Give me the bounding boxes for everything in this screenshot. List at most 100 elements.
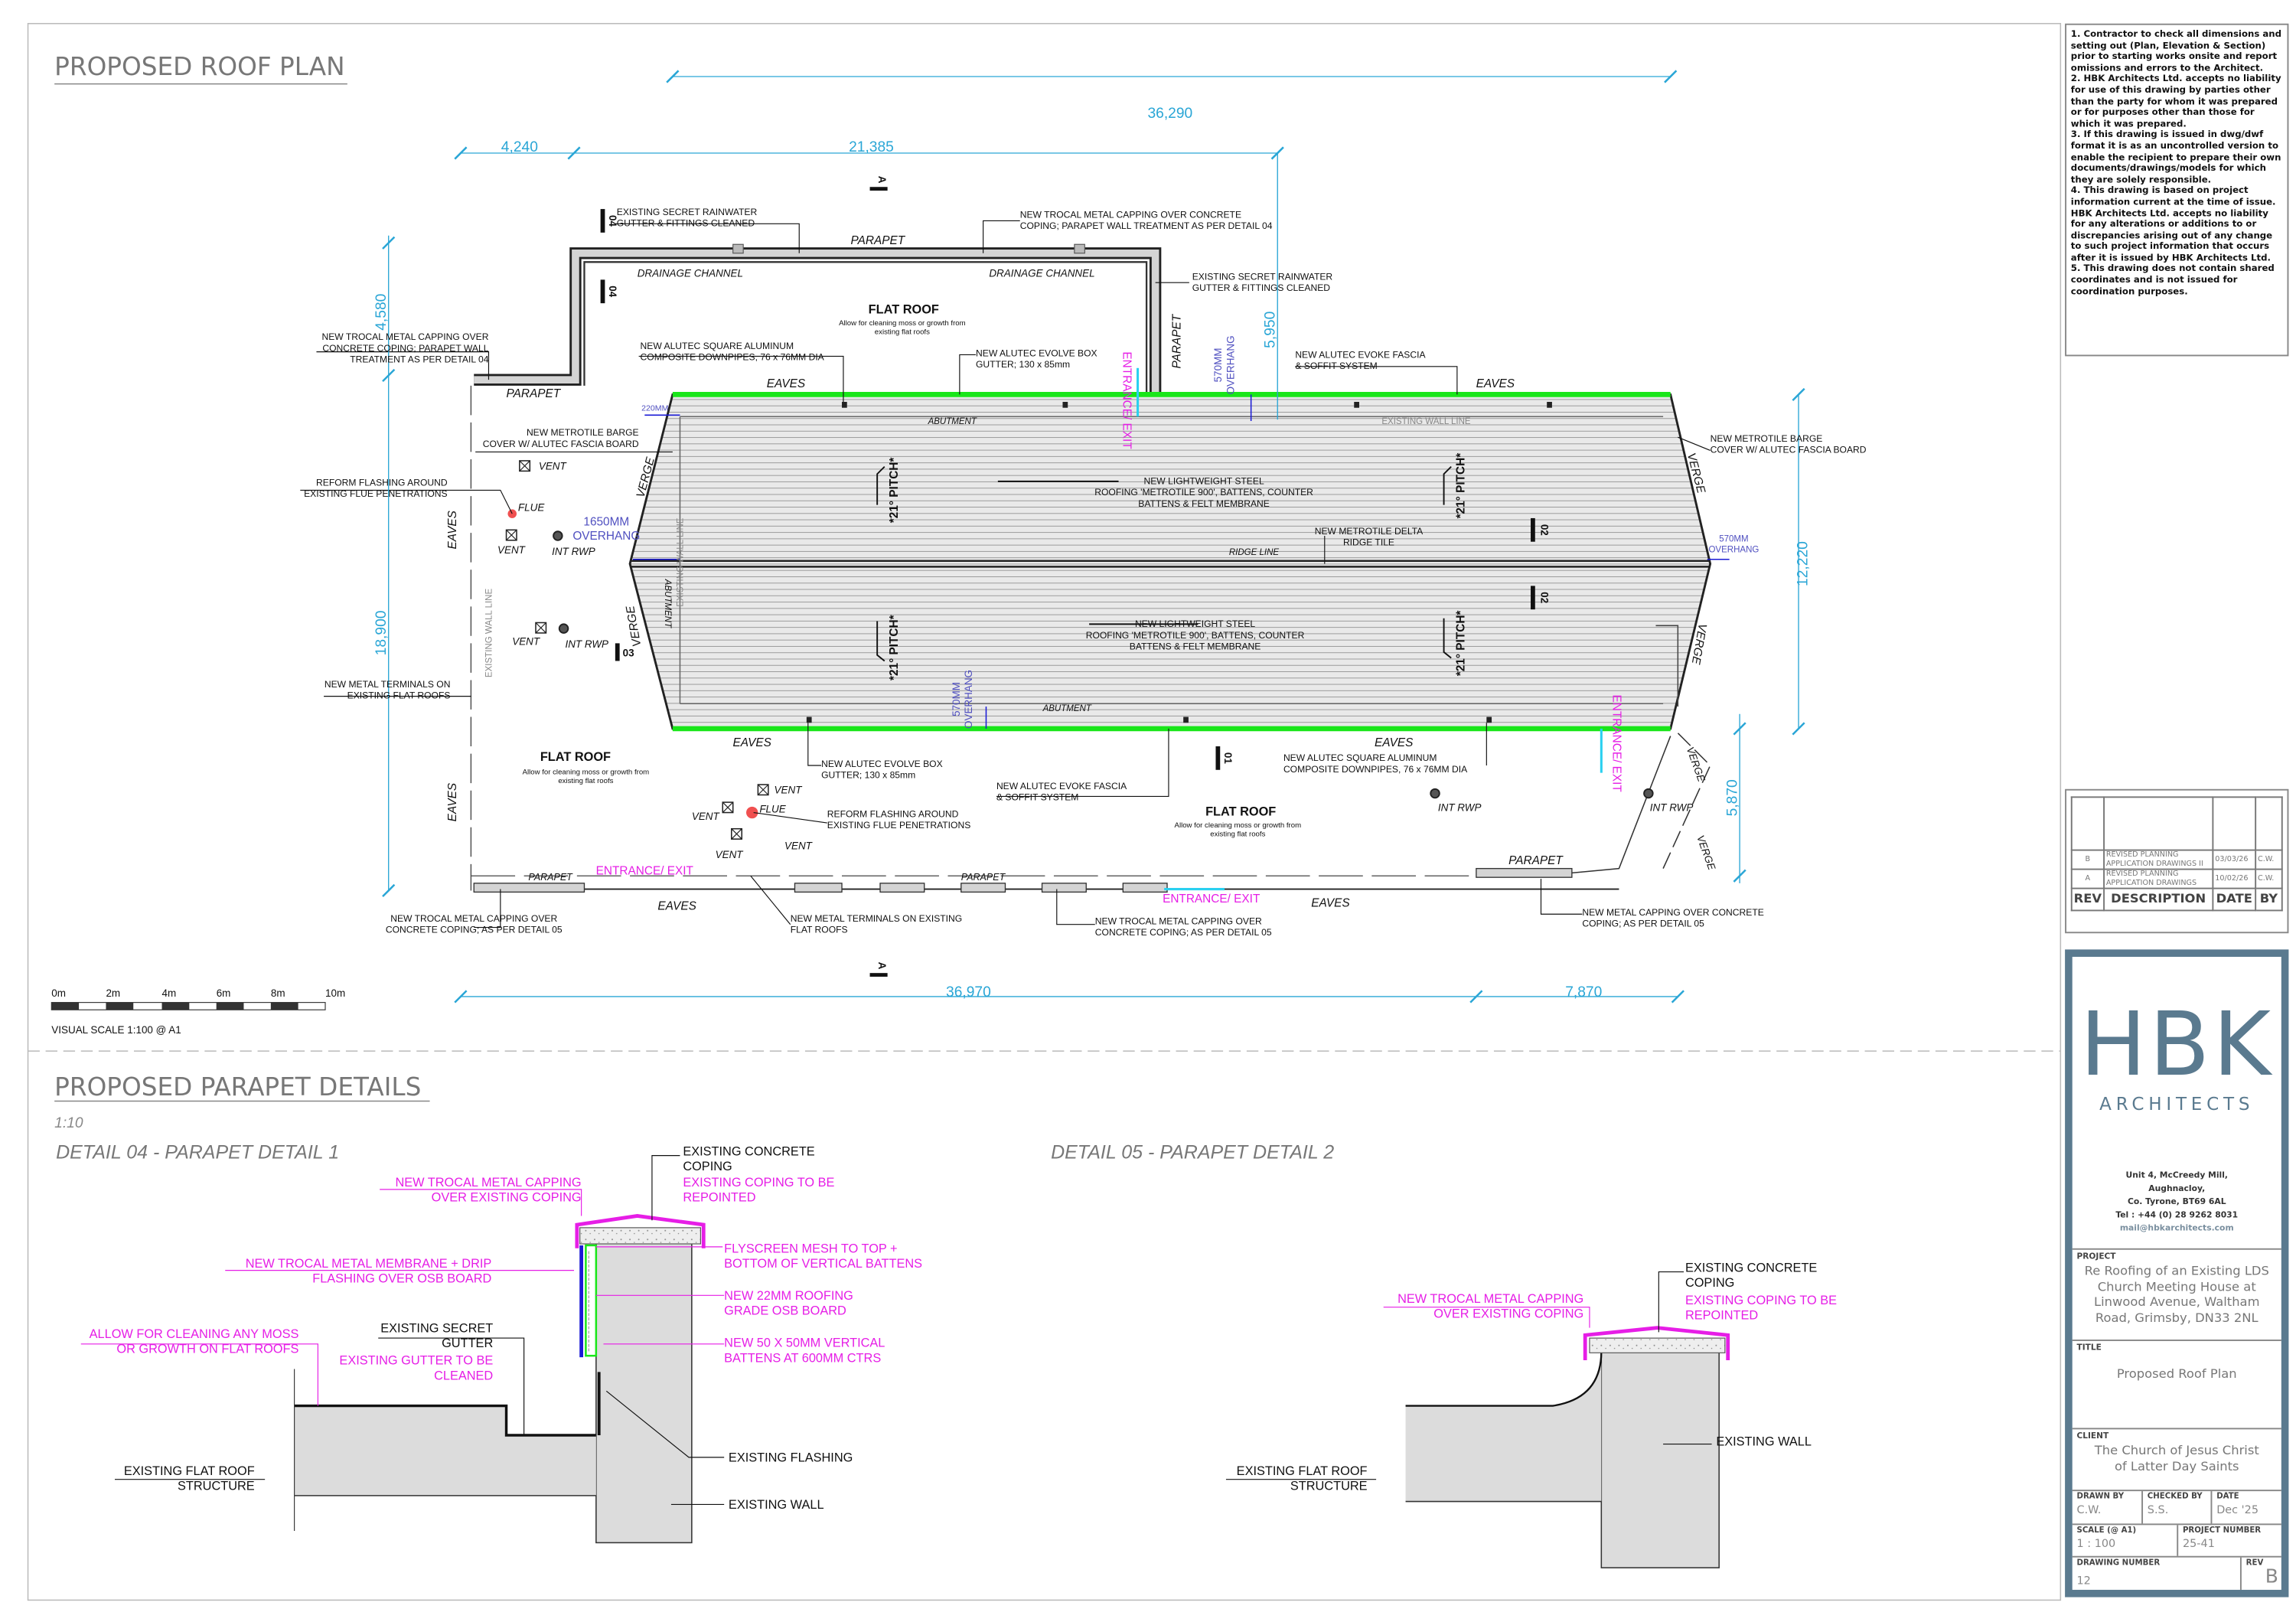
note-item: 2. HBK Architects Ltd. accepts no liabil…	[2070, 73, 2281, 129]
rev-by: C.W.	[2255, 868, 2283, 889]
annotation-label: 03	[623, 648, 634, 659]
annotation-label: OR GROWTH ON FLAT ROOFS	[116, 1343, 298, 1356]
annotation-label: EAVES	[657, 899, 696, 912]
company-address: Unit 4, McCreedy Mill, Aughnacloy, Co. T…	[2073, 1170, 2281, 1237]
annotation-label: FLYSCREEN MESH TO TOP +	[724, 1242, 897, 1256]
annotation-label: BATTENS AT 600MM CTRS	[724, 1351, 881, 1365]
annotation-label: FLAT ROOFS	[791, 924, 848, 935]
note-item: 3. If this drawing is issued in dwg/dwf …	[2070, 129, 2281, 185]
annotation-label: STRUCTURE	[1290, 1480, 1368, 1493]
note-item: 5. This drawing does not contain shared …	[2070, 264, 2275, 297]
annotation-label: NEW TROCAL METAL MEMBRANE + DRIP	[246, 1257, 492, 1271]
note-item: 4. This drawing is based on project info…	[2070, 185, 2276, 263]
annotation-label: NEW LIGHTWEIGHT STEEL	[1135, 618, 1255, 629]
annotation-label: OVERHANG	[1708, 546, 1759, 555]
annotation-label: FLAT ROOF	[869, 303, 939, 317]
annotation-label: 220MM	[641, 404, 668, 413]
annotation-label: REPOINTED	[1685, 1308, 1758, 1322]
annotation-label: EXISTING FLAT ROOFS	[347, 690, 451, 701]
by-header: BY	[2255, 887, 2283, 912]
plan-title: PROPOSED ROOF PLAN	[54, 52, 344, 81]
annotation-label: CONCRETE COPING; AS PER DETAIL 05	[1095, 927, 1272, 938]
annotation-label: GUTTER; 130 x 85mm	[821, 769, 915, 780]
annotation-label: DRAINAGE CHANNEL	[638, 268, 743, 279]
annotation-label: ABUTMENT	[1042, 704, 1092, 713]
annotation-label: INT RWP	[565, 638, 608, 650]
annotation-label: FLUE	[759, 804, 786, 815]
annotation-label: EXISTING WALL LINE	[484, 588, 494, 677]
annotation-label: EXISTING FLAT ROOF	[124, 1464, 255, 1478]
annotation-label: ENTRANCE/ EXIT	[596, 864, 694, 877]
annotation-label: INT RWP	[1650, 802, 1694, 814]
annotation-label: REPOINTED	[683, 1191, 755, 1205]
annotation-label: COPING; PARAPET WALL TREATMENT AS PER DE…	[1020, 220, 1273, 231]
hbk-logo: HBK	[2079, 994, 2274, 1097]
address-line: Unit 4, McCreedy Mill,	[2125, 1171, 2229, 1181]
project-number: 25-41	[2182, 1536, 2215, 1551]
annotation-label: NEW TROCAL METAL CAPPING	[1397, 1292, 1583, 1306]
annotation-label: ABUTMENT	[663, 579, 672, 628]
annotation-label: NEW 50 X 50MM VERTICAL	[724, 1336, 885, 1350]
annotation-label: EAVES	[1311, 897, 1350, 910]
annotation-label: ABUTMENT	[928, 417, 977, 426]
annotation-label: STRUCTURE	[178, 1480, 255, 1493]
annotation-label: 6m	[217, 987, 231, 999]
drawn-by-label: DRAWN BY	[2076, 1493, 2125, 1502]
annotation-label: COVER W/ ALUTEC FASCIA BOARD	[1711, 444, 1867, 455]
upper-parapet	[474, 243, 1162, 416]
pitched-roof	[628, 367, 1712, 773]
annotation-label: NEW ALUTEC SQUARE ALUMINUM	[1283, 752, 1437, 763]
dimension-label: 4,240	[501, 139, 538, 155]
client-label: CLIENT	[2076, 1432, 2109, 1441]
telephone: Tel : +44 (0) 28 9262 8031	[2115, 1211, 2239, 1221]
annotation-label: DRAINAGE CHANNEL	[989, 268, 1094, 279]
annotation-label: PARAPET	[1508, 854, 1564, 867]
dimension-label: 7,870	[1565, 984, 1602, 1000]
note-item: 1. Contractor to check all dimensions an…	[2070, 29, 2282, 73]
annotation-label: INT RWP	[552, 546, 595, 557]
annotation-label: RIDGE LINE	[1229, 548, 1280, 557]
annotation-label: EXISTING CONCRETE	[1685, 1261, 1817, 1275]
annotation-label: EAVES	[732, 736, 771, 749]
annotation-label: *21° PITCH*	[888, 615, 901, 680]
annotation-label: EAVES	[446, 510, 459, 549]
annotation-label: VENT	[784, 840, 814, 852]
dimension-label: 36,290	[1147, 106, 1192, 122]
annotation-label: NEW TROCAL METAL CAPPING OVER	[390, 913, 557, 924]
annotation-label: COPING; AS PER DETAIL 05	[1582, 919, 1704, 929]
annotation-label: COMPOSITE DOWNPIPES, 76 x 76MM DIA	[1283, 764, 1468, 775]
annotation-label: VISUAL SCALE 1:100 @ A1	[51, 1024, 181, 1036]
annotation-label: PARAPET	[851, 234, 906, 247]
annotation-label: EXISTING FLUE PENETRATIONS	[304, 488, 448, 499]
annotation-label: EXISTING COPING TO BE	[1685, 1294, 1837, 1307]
rev-date: 03/03/26	[2212, 849, 2257, 870]
annotation-label: EAVES	[1375, 736, 1414, 749]
drawing-number-label: DRAWING NUMBER	[2076, 1558, 2161, 1568]
annotation-label: OVERHANG	[963, 670, 974, 729]
annotation-label: 4m	[162, 987, 177, 999]
annotation-label: 570MM	[1719, 535, 1748, 544]
annotation-label: EXISTING WALL	[1716, 1434, 1812, 1448]
annotation-label: 2m	[106, 987, 120, 999]
annotation-label: VENT	[512, 635, 541, 647]
rev-code: A	[2070, 868, 2105, 889]
annotation-label: ALLOW FOR CLEANING ANY MOSS	[90, 1327, 299, 1341]
annotation-label: 04	[607, 286, 618, 297]
annotation-label: FLAT ROOF	[1205, 804, 1276, 818]
annotation-label: PARAPET	[528, 872, 573, 883]
annotation-label: NEW METAL TERMINALS ON EXISTING	[791, 913, 963, 924]
annotation-label: EXISTING WALL LINE	[676, 517, 685, 607]
general-notes: 1. Contractor to check all dimensions an…	[2065, 23, 2289, 357]
annotation-label: NEW ALUTEC EVOLVE BOX	[976, 348, 1097, 358]
annotation-label: REFORM FLASHING AROUND	[827, 808, 959, 819]
annotation-label: BATTENS & FELT MEMBRANE	[1138, 498, 1270, 509]
annotation-label: NEW TROCAL METAL CAPPING	[395, 1176, 581, 1190]
dimension-label: 36,970	[946, 984, 991, 1000]
annotation-label: NEW METROTILE BARGE	[527, 427, 639, 438]
annotation-label: 10m	[325, 987, 345, 999]
email-link[interactable]: mail@hbkarchitects.com	[2119, 1225, 2234, 1234]
scale-label: SCALE (@ A1)	[2076, 1526, 2137, 1536]
annotation-label: COMPOSITE DOWNPIPES, 76 x 76MM DIA	[641, 351, 825, 362]
annotation-label: GUTTER; 130 x 85mm	[976, 359, 1070, 370]
